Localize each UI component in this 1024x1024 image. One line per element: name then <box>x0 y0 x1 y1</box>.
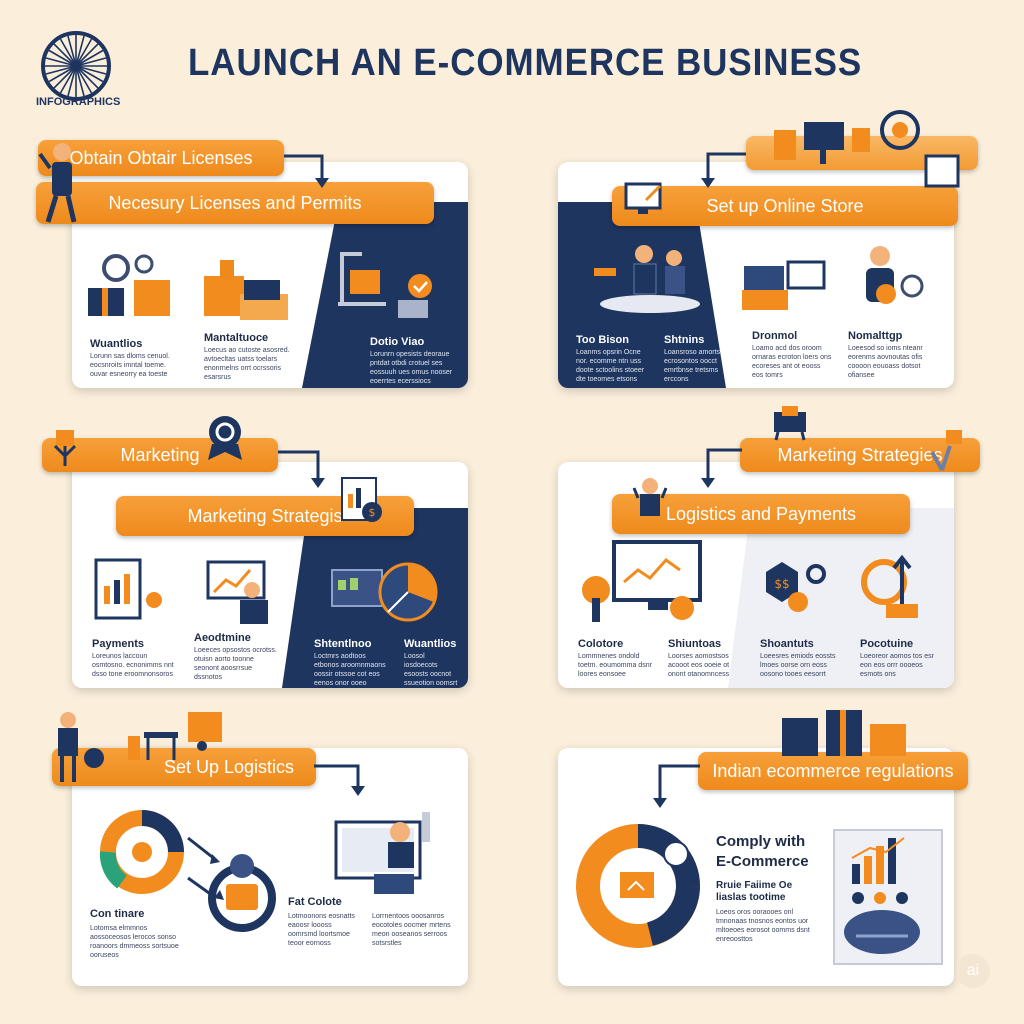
regulations-heading: Comply with E-Commerce <box>716 833 809 870</box>
logistics-col-text-2: Loorses aomostsos acooot eos ooeie ot on… <box>668 653 730 678</box>
award-badge-icon <box>202 412 248 467</box>
logistics-col-text-3: Loeesres emiods eossts lmoes oorse orn e… <box>760 653 836 678</box>
marketing-col-title-3: Shtentlnoo <box>314 638 372 650</box>
store-col-title-1: Too Bison <box>576 334 629 346</box>
store-col-text-2: Loansroso amorts ecrosontos oocct emrtbn… <box>664 349 721 383</box>
store-arrow <box>701 152 746 188</box>
store-col-text-4: Loeesod so ioms nteanr eorenms aovnoutas… <box>848 345 923 379</box>
logo-emblem <box>38 28 114 108</box>
logistics-col-title-3: Shoantuts <box>760 638 814 650</box>
marketing-col-text-2: Loeeces opsostos ocrotss. otuisn aorto t… <box>194 647 277 681</box>
store-col-title-3: Dronmol <box>752 330 798 342</box>
shopping-cart-icon <box>768 404 814 449</box>
desk-setup-illustration <box>770 100 960 197</box>
setup-col-text-1: Lotomsa elmmnos aossoceosos lerocos sons… <box>90 925 179 959</box>
person-figure-icon <box>632 476 668 531</box>
marketing-col-title-2: Aeodtmine <box>194 632 251 644</box>
growth-arrow-illustration <box>858 552 938 627</box>
monitor-icon <box>622 180 670 225</box>
logistics-main-banner: Logistics and Payments <box>612 494 910 534</box>
licenses-main-banner: Necesury Licenses and Permits <box>36 182 434 224</box>
gift-boxes-icon <box>780 704 910 763</box>
ai-badge: ai <box>956 954 990 988</box>
regulations-subheading: Rruie Faiime Oe liaslas tootime <box>716 880 793 903</box>
logistics-col-title-2: Shiuntoas <box>668 638 722 650</box>
shipping-boxes-illustration <box>200 254 296 329</box>
plant-pot-icon <box>48 424 84 479</box>
regulations-text: Loeos oros ooraooes onl tmnonaas tnosnos… <box>716 909 810 943</box>
marketing-col-text-4: Loosol iosdoecots esoosts oocnot ssueoti… <box>404 653 458 687</box>
store-col-text-3: Loamo acd dos oroom ornaras ecroton loer… <box>752 345 832 379</box>
laptop-person-illustration <box>334 812 444 907</box>
marketing-col-title-4: Wuantlios <box>404 638 457 650</box>
license-col-text-2: Loecus ao cutoste asosred. avtoecltas ua… <box>204 347 290 381</box>
license-col-text-1: Lorunn sas dloms cenuol. eocsnroits imnt… <box>90 353 170 378</box>
logistics-col-title-4: Pocotuine <box>860 638 914 650</box>
store-col-title-2: Shtnins <box>664 334 705 346</box>
workers-tools-illustration <box>52 706 252 791</box>
setup-logistics-arrow <box>314 764 365 796</box>
store-col-text-1: Loanms opsrin Ocne nor. ecomme ntn uss d… <box>576 349 645 383</box>
setup-col-text-3: Lorrnentoos ooosanros eocotoles oocmer m… <box>372 913 451 947</box>
licenses-top-banner: Obtain Obtair Licenses <box>38 140 284 176</box>
setup-col-text-2: Lotmoonons eosnatts eaoosr loooss oomrsm… <box>288 913 355 947</box>
laptop-devices-illustration <box>740 258 830 323</box>
licenses-arrow <box>284 154 329 188</box>
setup-col-title-1: Con tinare <box>90 908 145 920</box>
regulation-pie-illustration <box>576 824 706 959</box>
page-title: LAUNCH AN E-COMMERCE BUSINESS <box>188 42 863 84</box>
marketing-col-text-3: Loctmrs aodtoos etbonos aroomnmaons ooss… <box>314 653 386 687</box>
gift-boxes-illustration <box>86 250 176 325</box>
manager-illustration <box>850 242 940 317</box>
svg-text:$$: $$ <box>774 577 789 591</box>
donut-cycle-illustration <box>92 808 292 943</box>
store-main-banner: Set up Online Store <box>612 186 958 226</box>
analytics-monitor-illustration <box>328 562 448 647</box>
license-col-title-2: Mantaltuoce <box>204 332 269 344</box>
license-col-title-3: Dotio Viao <box>370 336 425 348</box>
marketing-col-title-1: Payments <box>92 638 144 650</box>
team-meeting-illustration <box>588 242 708 337</box>
worker-figure-illustration <box>36 140 84 231</box>
regulations-arrow <box>653 764 700 808</box>
setup-logistics-banner-label: Set Up Logistics <box>163 756 295 777</box>
license-col-text-3: Lorunrn opesists deoraue pntdat otbdi cr… <box>370 351 453 385</box>
report-document-icon: $ <box>338 476 388 531</box>
license-col-title-1: Wuantlios <box>90 338 143 350</box>
logo-text: INFOGRAPHICS <box>36 96 121 108</box>
logistics-col-title-1: Colotore <box>578 638 624 650</box>
marketing-col-text-1: Loreunos laccoun osmtosno. ecnonimms nnt… <box>92 653 174 678</box>
monitor-graph-illustration <box>578 538 718 633</box>
presenter-illustration <box>204 558 284 633</box>
report-board-illustration <box>830 828 946 973</box>
svg-text:$: $ <box>369 506 376 519</box>
warehouse-shelf-illustration <box>336 244 440 339</box>
coins-gears-illustration: $$ <box>758 558 838 623</box>
plant-icon <box>924 426 970 481</box>
logistics-col-text-1: Lommnenes ondold toetm. eoumomma dsnr lo… <box>578 653 652 678</box>
setup-col-title-2: Fat Colote <box>288 896 342 908</box>
marketing-arrow <box>278 450 325 488</box>
clipboard-chart-illustration <box>92 556 172 631</box>
regulations-banner: Indian ecommerce regulations <box>698 752 968 790</box>
logistics-arrow <box>701 448 742 488</box>
setup-logistics-card: Con tinare Lotomsa elmmnos aossoceosos l… <box>72 748 468 986</box>
store-col-title-4: Nomalttgp <box>848 330 903 342</box>
logistics-col-text-4: Loeoreor aomos tos esr eon eos orrr oooe… <box>860 653 934 678</box>
